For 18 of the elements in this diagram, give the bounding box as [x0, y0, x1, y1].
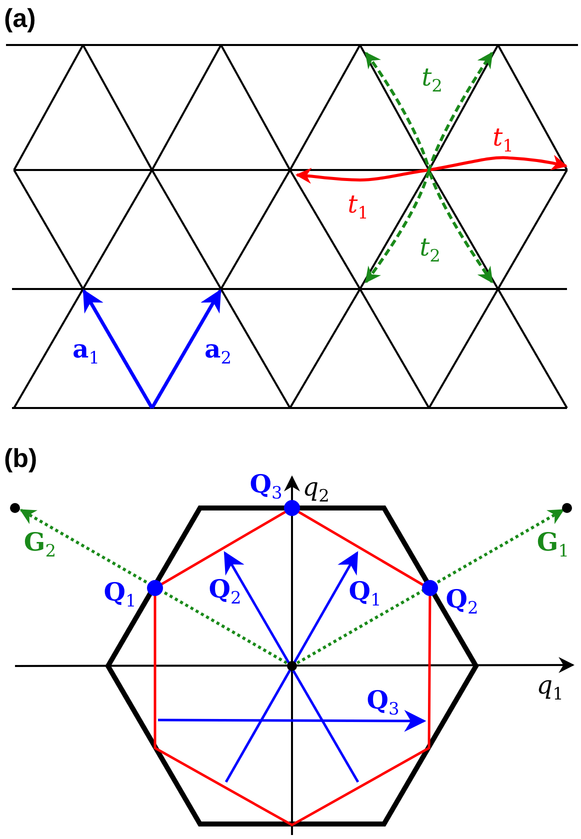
vector-label: Q$_{3}$: [250, 472, 282, 502]
hopping-label: t$_{2}$: [422, 64, 442, 96]
vector-label: Q$_{2}$: [208, 576, 242, 608]
panel-label: (a): [4, 5, 36, 31]
vector-label: a$_{2}$: [204, 336, 232, 368]
vector-label: G$_{1}$: [536, 530, 570, 560]
vector-label: Q$_{3}$: [366, 688, 400, 718]
axis-label: q$_{1}$: [536, 672, 564, 704]
hopping-label: t$_{1}$: [348, 192, 368, 222]
hopping-label: t$_{1}$: [492, 124, 514, 156]
hopping-label: t$_{2}$: [420, 234, 440, 266]
vector-label: Q$_{1}$: [348, 578, 382, 610]
axis-label: q$_{2}$: [302, 474, 330, 506]
vector-label: Q$_{1}$: [104, 580, 136, 610]
vector-label: G$_{2}$: [24, 530, 56, 560]
vector-label: Q$_{2}$: [446, 586, 478, 618]
panel-label: (b): [4, 445, 38, 471]
vector-label: a$_{1}$: [72, 336, 100, 368]
